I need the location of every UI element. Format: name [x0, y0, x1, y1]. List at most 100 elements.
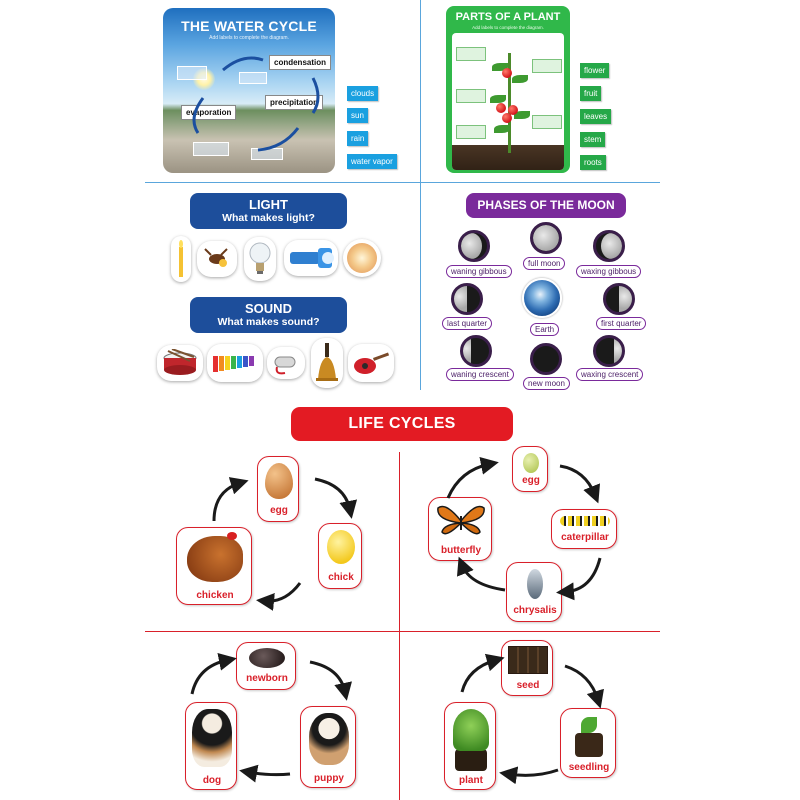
- chick-card[interactable]: chick: [318, 523, 362, 589]
- water-cycle-title: THE WATER CYCLE: [181, 18, 317, 34]
- firefly-icon: [204, 248, 228, 267]
- earth-icon: [522, 278, 562, 318]
- dog-cycle-arrows-icon: [190, 652, 352, 783]
- divider-life-horizontal: [145, 631, 660, 632]
- whistle-icon[interactable]: [267, 347, 305, 379]
- first-quarter-label: first quarter: [596, 317, 647, 330]
- seedling-card[interactable]: seedling: [560, 708, 616, 778]
- new-moon-icon: [530, 343, 562, 375]
- butterfly-card[interactable]: butterfly: [428, 497, 492, 561]
- blank-label-box: [456, 125, 486, 139]
- butterfly-egg-card[interactable]: egg: [512, 446, 548, 492]
- caterpillar-icon: [560, 516, 610, 526]
- full-moon-label: full moon: [523, 257, 566, 270]
- puppy-card[interactable]: puppy: [300, 706, 356, 788]
- comb-icon: [227, 532, 237, 540]
- waning-gibbous-moon-icon: [458, 230, 490, 262]
- chicken-card[interactable]: chicken: [176, 527, 252, 605]
- chicken-egg-card[interactable]: egg: [257, 456, 299, 522]
- plant-poster: PARTS OF A PLANT Add labels to complete …: [446, 6, 570, 173]
- flashlight-icon[interactable]: [284, 240, 338, 276]
- sun-glow: [347, 243, 377, 273]
- seedling-label: seedling: [568, 762, 610, 773]
- guitar-icon[interactable]: [348, 344, 394, 382]
- tag-flower[interactable]: flower: [580, 63, 610, 78]
- light-bulb-icon[interactable]: [244, 237, 276, 281]
- plant-leaves-icon: [453, 709, 489, 751]
- chrysalis-card[interactable]: chrysalis: [506, 562, 562, 622]
- water-cycle-subtitle: Add labels to complete the diagram.: [209, 35, 289, 41]
- last-quarter-label: last quarter: [442, 317, 493, 330]
- dog-label: dog: [202, 775, 222, 786]
- light-banner: LIGHT What makes light?: [190, 193, 347, 229]
- plant-label: plant: [459, 775, 483, 786]
- waning-crescent-moon-icon: [460, 335, 492, 367]
- candle-icon: [179, 240, 183, 277]
- butterfly-egg-label: egg: [522, 475, 540, 486]
- plant-diagram: [452, 33, 564, 170]
- tag-water-vapor[interactable]: water vapor: [347, 154, 397, 169]
- light-bulb-icon: [249, 242, 271, 274]
- waning-crescent-label: waning crescent: [446, 368, 514, 381]
- plant-cycle-arrows-icon: [460, 653, 604, 785]
- firefly-icon[interactable]: [197, 241, 237, 277]
- xylophone-icon[interactable]: [207, 344, 263, 382]
- butterfly-icon: [437, 505, 485, 535]
- chick-label: chick: [328, 572, 354, 583]
- chick-icon: [327, 530, 355, 564]
- light-title: LIGHT: [249, 197, 288, 212]
- dog-icon: [192, 709, 232, 767]
- tag-leaves[interactable]: leaves: [580, 109, 612, 124]
- chrysalis-label: chrysalis: [513, 605, 557, 616]
- bell-icon[interactable]: [311, 338, 343, 388]
- moon-banner: PHASES OF THE MOON: [466, 193, 626, 218]
- seed-card[interactable]: seed: [501, 640, 553, 696]
- precipitation-label: precipitation: [265, 95, 324, 110]
- tag-roots[interactable]: roots: [580, 155, 606, 170]
- tag-fruit[interactable]: fruit: [580, 86, 602, 101]
- earth-label: Earth: [530, 323, 560, 336]
- chicken-label: chicken: [196, 590, 234, 601]
- leaf-icon: [492, 63, 508, 71]
- blank-label-box: [193, 142, 229, 156]
- caterpillar-card[interactable]: caterpillar: [551, 509, 617, 549]
- tomato-icon: [502, 113, 512, 123]
- drum-icon[interactable]: [157, 345, 203, 381]
- waxing-gibbous-moon-icon: [593, 230, 625, 262]
- chrysalis-icon: [527, 569, 543, 599]
- sun-icon[interactable]: [343, 239, 381, 277]
- waxing-crescent-label: waxing crescent: [576, 368, 644, 381]
- dog-card[interactable]: dog: [185, 702, 237, 790]
- life-cycles-banner: LIFE CYCLES: [291, 407, 513, 441]
- new-moon-label: new moon: [523, 377, 570, 390]
- puppy-label: puppy: [314, 773, 344, 784]
- sound-title: SOUND: [245, 301, 292, 316]
- plant-stem: [508, 53, 511, 153]
- tomato-icon: [496, 103, 506, 113]
- plant-subtitle: Add labels to complete the diagram.: [472, 25, 544, 30]
- tag-stem[interactable]: stem: [580, 132, 606, 147]
- newborn-card[interactable]: newborn: [236, 642, 296, 690]
- divider-life-vertical: [399, 452, 400, 800]
- leaf-icon: [512, 75, 528, 83]
- plant-pot-icon: [455, 749, 487, 771]
- tomato-icon: [502, 68, 512, 78]
- tag-sun[interactable]: sun: [347, 108, 368, 123]
- xylophone-icon: [213, 356, 254, 372]
- waxing-gibbous-label: waxing gibbous: [576, 265, 642, 278]
- candle-icon[interactable]: [171, 236, 191, 282]
- newborn-puppy-icon: [249, 648, 285, 668]
- blank-label-box: [239, 72, 267, 84]
- divider-top-horizontal: [145, 182, 660, 183]
- plant-card[interactable]: plant: [444, 702, 496, 790]
- caterpillar-label: caterpillar: [561, 532, 609, 543]
- bell-icon: [316, 343, 338, 381]
- full-moon-icon: [530, 222, 562, 254]
- puppy-icon: [309, 713, 349, 765]
- divider-top-vertical: [420, 0, 421, 390]
- tag-rain[interactable]: rain: [347, 131, 369, 146]
- chicken-cycle-arrows-icon: [212, 477, 358, 611]
- tag-clouds[interactable]: clouds: [347, 86, 379, 101]
- sound-question: What makes sound?: [217, 316, 320, 328]
- blank-label-box: [456, 47, 486, 61]
